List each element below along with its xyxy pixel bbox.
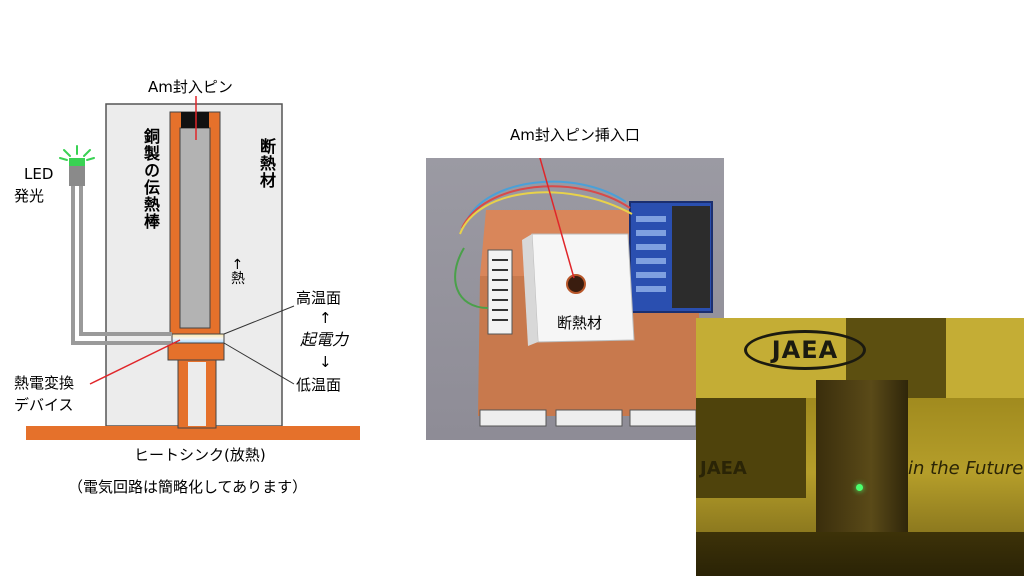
copper-rod-label: 銅製の伝熱棒 bbox=[141, 128, 160, 230]
inlet-label: Am封入ピン挿入口 bbox=[510, 126, 640, 144]
heatsink-stem-inner bbox=[188, 362, 206, 426]
device-pointer bbox=[89, 339, 181, 385]
inlet-hole bbox=[566, 274, 586, 294]
led-label: LED bbox=[24, 165, 54, 183]
device-photo: 断熱材 bbox=[426, 158, 724, 440]
jaea-logo: JAEA bbox=[744, 330, 866, 370]
hot-side-label: 高温面 bbox=[296, 289, 342, 307]
terminal-block bbox=[487, 249, 513, 335]
am-pin-label: Am封入ピン bbox=[148, 78, 233, 96]
heat-flow-label: ←熱 bbox=[229, 258, 245, 286]
led-wire-inner bbox=[79, 186, 172, 336]
heatsink-label: ヒートシンク(放熱) bbox=[134, 446, 266, 464]
insulation-label: 断熱材 bbox=[257, 138, 276, 189]
led-lens bbox=[69, 158, 85, 166]
led-body bbox=[69, 164, 85, 186]
hot-side-pointer bbox=[223, 305, 295, 335]
emf-label: 起電力 bbox=[300, 330, 349, 349]
heatsink-base bbox=[26, 426, 360, 440]
yellow-photo: JAEA in the Future / JAEA JAEA bbox=[696, 318, 1024, 576]
photo-insulation-label: 断熱材 bbox=[557, 314, 603, 332]
led-wire-outer bbox=[71, 186, 172, 345]
am-pin bbox=[181, 112, 209, 128]
led-glow-icon bbox=[59, 145, 95, 161]
circuit-note: （電気回路は簡略化してあります） bbox=[68, 478, 308, 496]
rod-core bbox=[179, 127, 211, 329]
thermo-device-label-2: デバイス bbox=[14, 396, 74, 414]
banner-logo-fragment: JAEA bbox=[700, 458, 747, 479]
inlet-pointer bbox=[539, 158, 575, 279]
emf-arrow-up-icon: ↑ bbox=[319, 309, 332, 327]
thermo-device-label-1: 熱電変換 bbox=[14, 374, 75, 392]
emf-arrow-down-icon: ↓ bbox=[319, 353, 332, 371]
led-emit-label: 発光 bbox=[14, 187, 45, 205]
bottom-plate bbox=[167, 341, 225, 361]
banner-text: in the Future / JAEA bbox=[908, 458, 1024, 479]
cold-side-pointer bbox=[223, 342, 295, 385]
lit-led bbox=[856, 484, 863, 491]
cold-side-label: 低温面 bbox=[296, 376, 342, 394]
thermoelectric-device bbox=[171, 333, 225, 344]
photo-heatsink-fin bbox=[479, 409, 547, 427]
